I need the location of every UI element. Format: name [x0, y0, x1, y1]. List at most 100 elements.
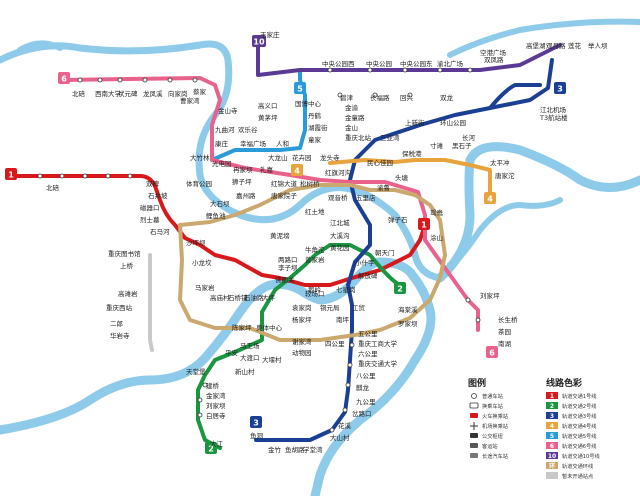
station-label[interactable]: 中央公园东 [400, 59, 433, 68]
station-label[interactable]: 举人坝 [588, 41, 608, 50]
station-label[interactable]: 双碑 [146, 179, 160, 188]
station-label[interactable]: 湖霞街 [308, 123, 328, 132]
station-label[interactable]: 海棠溪 [398, 305, 418, 314]
station-label[interactable]: 冉家坝 [233, 165, 253, 174]
station-label[interactable]: 九曲河 [215, 125, 235, 134]
station-label[interactable]: 大堰村 [262, 355, 282, 364]
station-label[interactable]: 鹅岭 [308, 285, 322, 294]
station-label[interactable]: 莲花 [568, 41, 582, 50]
station-label[interactable]: 重庆交通大学 [358, 359, 398, 368]
station-label[interactable]: 五公里 [358, 330, 378, 338]
station-label[interactable]: 江北机场 [540, 105, 567, 114]
station-label[interactable]: 王家庄 [260, 30, 280, 39]
station-label[interactable]: 观音桥 [328, 193, 348, 202]
station-label[interactable]: 牛角沱 [305, 245, 325, 254]
station-label[interactable]: 江北城 [330, 219, 350, 227]
station-label[interactable]: T3航站楼 [539, 113, 568, 122]
station-label[interactable]: 刘家坪 [480, 291, 500, 300]
station-label[interactable]: 解放碑 [358, 271, 378, 280]
station-label[interactable]: 天堂堡 [186, 367, 206, 376]
station-label[interactable]: 鸳鸯 [430, 208, 444, 217]
station-label[interactable]: 两路口 [278, 255, 298, 264]
station-label[interactable]: 大龙山 [268, 153, 288, 162]
station-label[interactable]: 花卉园 [292, 153, 312, 162]
station-label[interactable]: 小龙坎 [192, 258, 212, 267]
station-label[interactable]: 寸滩 [430, 141, 444, 150]
station-label[interactable]: 平安 [225, 348, 239, 357]
station-label[interactable]: 小什字 [355, 258, 375, 267]
station-label[interactable]: 环山公园 [440, 118, 466, 127]
station-label[interactable]: 陈家坪 [232, 323, 252, 332]
station-label[interactable]: 双龙 [440, 93, 454, 102]
station-label[interactable]: 观月路 [546, 41, 566, 50]
station-label[interactable]: 红旗河沟 [325, 168, 351, 177]
station-label[interactable]: 奥体中心 [256, 323, 283, 332]
station-label[interactable]: 工贸 [352, 303, 366, 312]
station-label[interactable]: 白居寺 [206, 411, 226, 420]
station-label[interactable]: 重庆工商大学 [358, 339, 398, 348]
station-label[interactable]: 长福路 [370, 93, 390, 102]
station-label[interactable]: 碧津 [340, 93, 354, 102]
station-label[interactable]: 鲤鱼池 [206, 211, 226, 220]
station-label[interactable]: 康庄 [215, 139, 229, 148]
station-label[interactable]: 烈士墓 [140, 215, 160, 224]
station-label[interactable]: 红土地 [305, 207, 325, 216]
station-label[interactable]: 人和 [276, 139, 289, 148]
station-label[interactable]: 大溪沟 [330, 231, 350, 240]
station-label[interactable]: 空港广场 [480, 48, 507, 57]
station-label[interactable]: 重庆北站 [345, 133, 372, 142]
station-label[interactable]: 金山寺 [218, 106, 238, 115]
station-label[interactable]: 金渝 [345, 103, 359, 112]
station-label[interactable]: 茶园 [498, 327, 511, 336]
station-label[interactable]: 石马河 [150, 228, 170, 236]
station-label[interactable]: 狮子坪 [232, 178, 252, 186]
station-label[interactable]: 李子坝 [278, 263, 298, 272]
station-label[interactable]: 大江 [210, 439, 224, 448]
station-label[interactable]: 回兴 [400, 93, 414, 102]
station-label[interactable]: 鱼胡路 [285, 445, 305, 454]
station-label[interactable]: 长河 [462, 133, 476, 142]
station-label[interactable]: 体育公园 [186, 179, 212, 188]
station-label[interactable]: 高滩岩 [118, 289, 138, 298]
station-label[interactable]: 九公里 [356, 397, 376, 406]
station-label[interactable]: 朝天门 [375, 248, 395, 257]
station-label[interactable]: 马王场 [240, 341, 260, 350]
station-label[interactable]: 欢乐谷 [238, 125, 258, 134]
station-label[interactable]: 高义口 [258, 101, 278, 110]
station-label[interactable]: 太平冲 [490, 158, 510, 167]
station-label[interactable]: 黄泥塝 [270, 231, 290, 240]
station-label[interactable]: 长生桥 [498, 315, 518, 324]
station-label[interactable]: 中央公园 [366, 59, 392, 68]
station-label[interactable]: 光电园 [212, 159, 232, 168]
station-label[interactable]: 大石坝 [210, 199, 230, 208]
station-label[interactable]: 礼嘉 [260, 165, 274, 174]
station-label[interactable]: 龙头寺 [320, 153, 340, 162]
station-label[interactable]: 石油路 [244, 293, 264, 302]
station-label[interactable]: 龙凤溪 [143, 89, 163, 98]
station-label[interactable]: 状元碑 [118, 89, 138, 98]
station-label[interactable]: 曹家湾 [180, 96, 200, 105]
station-label[interactable]: 大坪 [262, 293, 276, 302]
station-label[interactable]: 中央公园西 [322, 59, 355, 68]
station-label[interactable]: 八公里 [356, 372, 376, 380]
station-label[interactable]: 磁器口 [140, 203, 160, 212]
station-label[interactable]: 六公里 [358, 349, 378, 358]
station-label[interactable]: 上新街 [405, 118, 425, 127]
station-label[interactable]: 较场口 [305, 289, 325, 298]
station-label[interactable]: 渝鲁 [377, 183, 390, 192]
station-label[interactable]: 七星岗 [336, 285, 356, 294]
station-label[interactable]: 四公里 [325, 340, 345, 348]
station-label[interactable]: 金山 [345, 123, 358, 132]
station-label[interactable]: 民心佳园 [367, 158, 393, 167]
station-label[interactable]: 国博中心 [295, 99, 322, 108]
station-label[interactable]: 华岩寺 [110, 331, 130, 340]
station-label[interactable]: 北碚 [46, 183, 60, 192]
station-label[interactable]: 保税港 [402, 149, 422, 158]
station-label[interactable]: 高庙村 [210, 293, 230, 302]
station-label[interactable]: 南坪 [336, 315, 350, 324]
station-label[interactable]: 嘉州路 [236, 191, 256, 200]
station-label[interactable]: 石桥铺 [228, 293, 248, 302]
station-label[interactable]: 大山村 [330, 433, 350, 442]
station-label[interactable]: 向家岗 [168, 89, 188, 98]
station-label[interactable]: 三亚湾 [380, 133, 400, 142]
